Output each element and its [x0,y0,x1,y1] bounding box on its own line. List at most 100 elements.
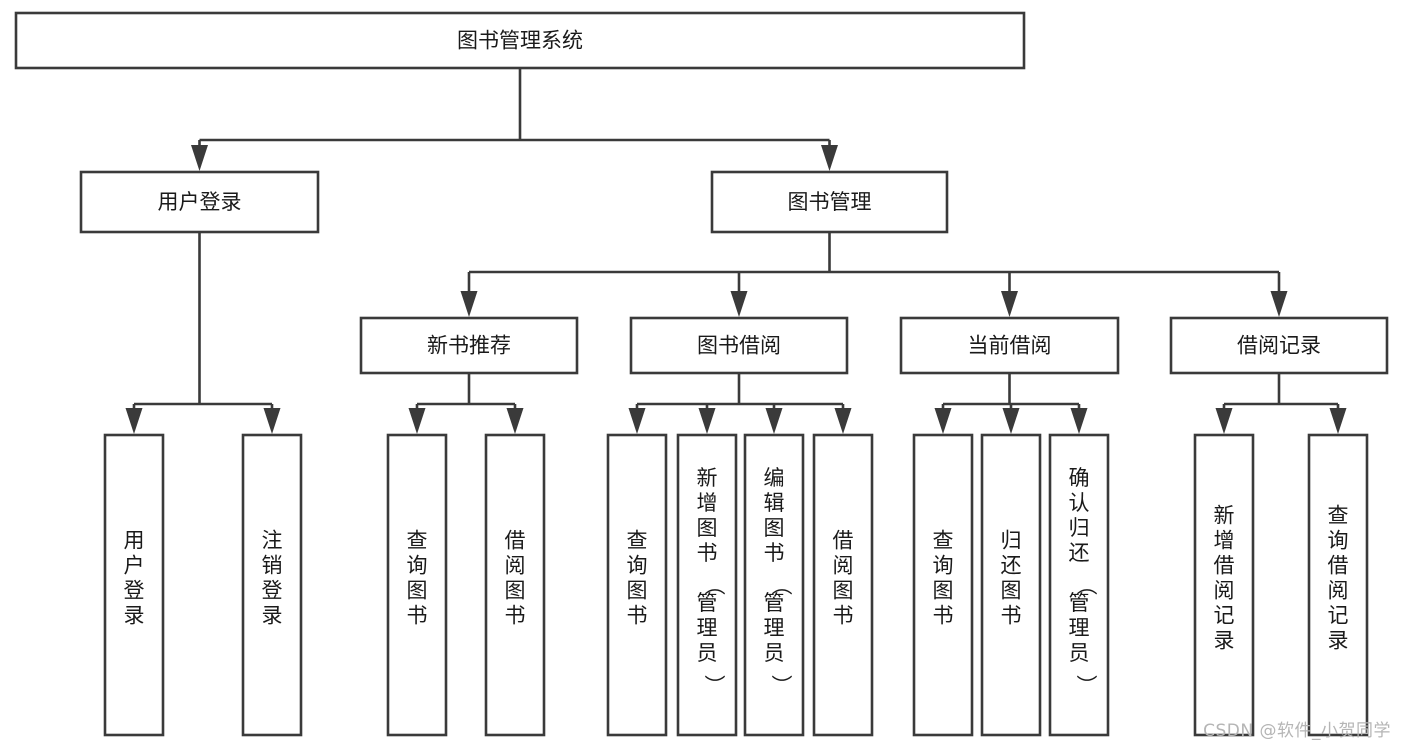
node-current[interactable]: 当前借阅 [899,316,1120,375]
node-label-char-leaf-borrow-3: 书 [764,541,785,565]
node-root[interactable]: 图书管理系统 [14,11,1026,70]
node-label-char-leaf-cur-1: 图 [933,579,954,603]
node-label-current: 当前借阅 [968,334,1052,358]
node-label-char-leaf-rec-2: 录 [1328,629,1349,653]
node-label-char-leaf-rec-2: 阅 [1328,579,1349,603]
node-login[interactable]: 用户登录 [79,170,320,234]
node-records[interactable]: 借阅记录 [1169,316,1389,375]
node-label-char-leaf-new-1: 图 [407,579,428,603]
node-label-char-leaf-new-1: 书 [407,604,428,628]
node-label-char-leaf-rec-1: 录 [1214,629,1235,653]
edge-group-records [1215,373,1347,434]
node-label-char-leaf-new-2: 阅 [505,554,526,578]
node-label-char-leaf-borrow-4: 书 [833,604,854,628]
edge-group-current [934,373,1088,434]
node-label-char-leaf-borrow-2: 员 [697,641,718,665]
node-label-char-leaf-borrow-4: 借 [833,529,854,553]
edge-group-newbook [408,373,524,434]
node-box-newbook [359,316,579,375]
node-label-char-leaf-rec-2: 查 [1328,504,1349,528]
node-label-char-leaf-borrow-1: 图 [627,579,648,603]
node-box-leaf-borrow-4 [812,433,874,737]
node-label-char-leaf-borrow-2: 增 [697,491,718,515]
nodes-layer: 图书管理系统用户登录图书管理新书推荐图书借阅当前借阅借阅记录用户登录注销登录查询… [14,11,1389,737]
node-label-char-leaf-login-2: 登 [262,579,283,603]
node-label-char-leaf-borrow-1: 书 [627,604,648,628]
node-label-char-leaf-new-1: 查 [407,529,428,553]
node-box-leaf-borrow-2 [676,433,738,737]
node-label-char-leaf-rec-1: 新 [1214,504,1235,528]
node-label-char-leaf-cur-3: ） [1074,675,1098,696]
node-box-leaf-cur-3 [1048,433,1110,737]
node-box-leaf-borrow-1 [606,433,668,737]
node-label-char-leaf-cur-3: （ [1074,575,1098,596]
node-label-char-leaf-borrow-2: 书 [697,541,718,565]
node-label-char-leaf-cur-1: 查 [933,529,954,553]
node-label-char-leaf-login-1: 户 [124,554,145,578]
node-label-char-leaf-rec-1: 增 [1214,529,1235,553]
node-box-leaf-borrow-3 [743,433,805,737]
node-label-borrow: 图书借阅 [697,334,781,358]
node-label-char-leaf-new-1: 询 [407,554,428,578]
node-label-char-leaf-borrow-3: 编 [764,466,785,490]
node-label-char-leaf-login-1: 录 [124,604,145,628]
node-box-leaf-cur-2 [980,433,1042,737]
node-newbook[interactable]: 新书推荐 [359,316,579,375]
node-box-leaf-rec-2 [1307,433,1369,737]
node-box-leaf-new-2 [484,433,546,737]
node-box-current [899,316,1120,375]
edge-group-borrow [628,373,852,434]
node-label-char-leaf-cur-3: 确 [1069,466,1090,490]
node-leaf-login-1[interactable]: 用户登录 [103,433,165,737]
node-label-char-leaf-new-2: 书 [505,604,526,628]
node-label-char-leaf-borrow-2: 管 [697,591,718,615]
node-bookmgmt[interactable]: 图书管理 [710,170,949,234]
node-label-char-leaf-borrow-3: 管 [764,591,785,615]
edge-group-bookmgmt [460,232,1288,317]
node-label-char-leaf-borrow-2: ） [702,675,726,696]
node-label-char-leaf-cur-3: 员 [1069,641,1090,665]
node-label-char-leaf-borrow-3: ） [769,675,793,696]
node-label-char-leaf-cur-3: 认 [1069,491,1090,515]
node-label-char-leaf-new-2: 借 [505,529,526,553]
edge-group-login [125,232,281,434]
edges-layer [125,68,1347,434]
node-label-char-leaf-borrow-2: 图 [697,516,718,540]
node-box-leaf-new-1 [386,433,448,737]
node-box-bookmgmt [710,170,949,234]
node-borrow[interactable]: 图书借阅 [629,316,849,375]
node-box-leaf-login-1 [103,433,165,737]
node-label-char-leaf-new-2: 图 [505,579,526,603]
node-label-char-leaf-login-2: 录 [262,604,283,628]
node-label-char-leaf-borrow-4: 图 [833,579,854,603]
node-label-char-leaf-borrow-2: 新 [697,466,718,490]
node-label-char-leaf-borrow-4: 阅 [833,554,854,578]
node-label-char-leaf-cur-2: 还 [1001,554,1022,578]
node-box-leaf-login-2 [241,433,303,737]
node-label-char-leaf-cur-3: 归 [1069,516,1090,540]
node-label-char-leaf-borrow-1: 询 [627,554,648,578]
node-label-char-leaf-rec-2: 记 [1328,604,1349,628]
node-label-char-leaf-cur-3: 还 [1069,541,1090,565]
node-label-char-leaf-rec-2: 询 [1328,529,1349,553]
node-label-char-leaf-borrow-3: 员 [764,641,785,665]
node-label-newbook: 新书推荐 [427,334,511,358]
node-label-char-leaf-cur-1: 书 [933,604,954,628]
node-label-char-leaf-cur-2: 图 [1001,579,1022,603]
node-label-root: 图书管理系统 [457,29,583,53]
node-label-char-leaf-cur-3: 理 [1069,616,1090,640]
